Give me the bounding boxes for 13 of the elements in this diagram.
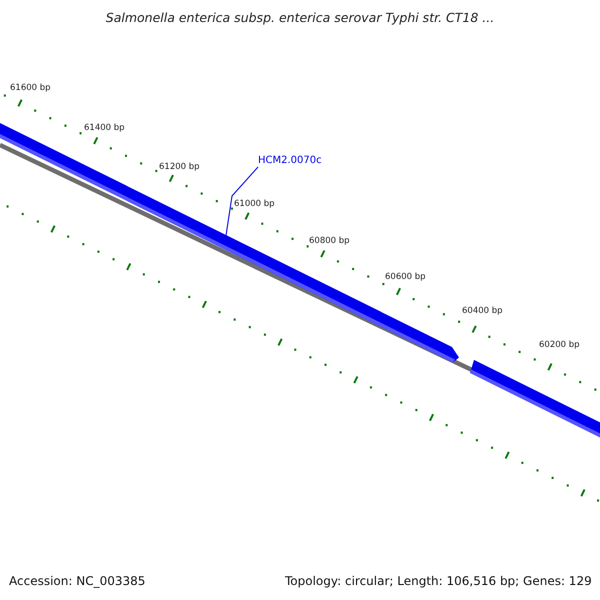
scale-label: 60600 bp bbox=[385, 272, 426, 282]
scale-label: 61200 bp bbox=[159, 162, 200, 172]
scale-label: 60200 bp bbox=[539, 340, 580, 350]
scale-label: 61000 bp bbox=[234, 199, 275, 209]
gene-feature bbox=[0, 123, 459, 362]
accession-text: Accession: NC_003385 bbox=[9, 574, 146, 588]
summary-text: Topology: circular; Length: 106,516 bp; Genes: 129 bbox=[285, 574, 592, 588]
scale-label: 61400 bp bbox=[84, 123, 125, 133]
leader-line bbox=[226, 166, 258, 236]
scale-label: 60800 bp bbox=[309, 236, 350, 246]
scale-label: 61600 bp bbox=[10, 83, 51, 93]
gene-label: HCM2.0070c bbox=[258, 155, 322, 167]
title: Salmonella enterica subsp. enterica serovar Typhi str. CT18 ... bbox=[104, 10, 496, 25]
